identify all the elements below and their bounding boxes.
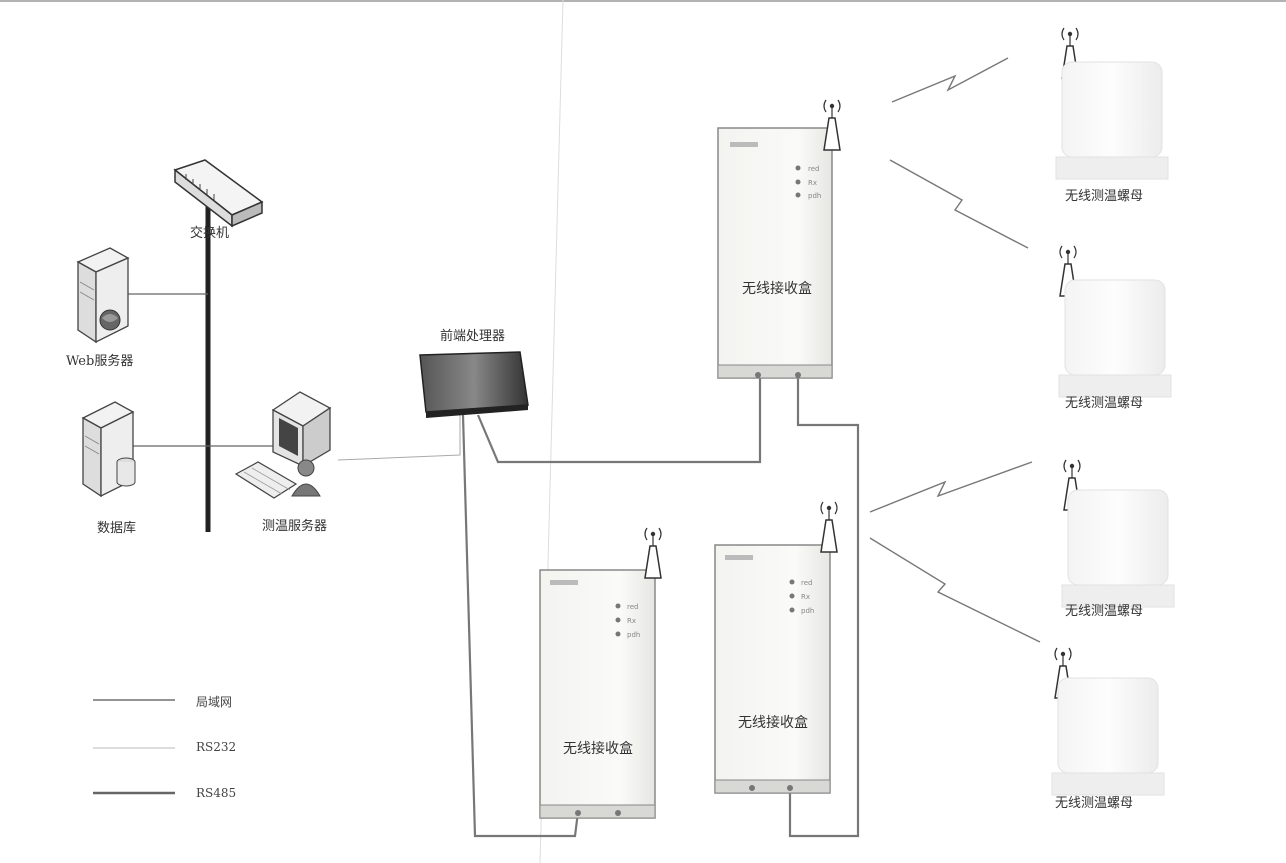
temp-server-label: 测温服务器 — [262, 519, 328, 534]
antenna-receiver-top — [823, 99, 841, 151]
svg-text:pdh: pdh — [808, 192, 821, 200]
rs485-link-bottom-left — [461, 414, 580, 838]
antenna-receiver-bottom-left — [644, 527, 662, 579]
nut-label-4: 无线测温螺母 — [1055, 796, 1134, 811]
receiver-bottom-right-label: 无线接收盒 — [738, 715, 808, 731]
front-processor-icon — [419, 351, 529, 418]
nut-group — [1051, 61, 1175, 796]
web-server-label: Web服务器 — [66, 354, 134, 369]
web-server-icon — [76, 247, 130, 344]
svg-text:Rx: Rx — [808, 179, 817, 187]
signal-zigzag-3 — [869, 461, 1033, 513]
nut-body-1 — [1055, 61, 1169, 180]
temp-server-icon — [234, 391, 332, 499]
nut-label-3: 无线测温螺母 — [1065, 604, 1144, 619]
front-processor-label: 前端处理器 — [440, 329, 506, 344]
signal-zigzag-2 — [889, 159, 1029, 249]
legend-label-rs232: RS232 — [196, 740, 237, 754]
legend-label-lan: 局域网 — [196, 695, 233, 709]
switch-label: 交换机 — [190, 226, 230, 241]
receiver-bottom-left-label: 无线接收盒 — [563, 741, 633, 757]
nut-label-2: 无线测温螺母 — [1065, 396, 1144, 411]
nut-body-4 — [1051, 677, 1165, 796]
database-icon — [81, 401, 136, 498]
svg-text:pdh: pdh — [801, 607, 814, 615]
svg-text:red: red — [627, 603, 638, 611]
antenna-group — [644, 27, 1081, 699]
legend-label-rs485: RS485 — [196, 786, 237, 800]
rs232-link — [337, 415, 461, 461]
nut-label-1: 无线测温螺母 — [1065, 189, 1144, 204]
rs485-link-bottom-right — [788, 375, 860, 838]
svg-text:red: red — [801, 579, 812, 587]
nut-body-2 — [1058, 279, 1172, 398]
svg-text:pdh: pdh — [627, 631, 640, 639]
nut-body-3 — [1061, 489, 1175, 608]
signal-zigzag-1 — [891, 57, 1009, 103]
receiver-top-label: 无线接收盒 — [742, 281, 812, 297]
rs485-link-top — [476, 375, 762, 464]
signal-zigzag-4 — [869, 537, 1041, 643]
switch-icon — [173, 159, 264, 228]
antenna-receiver-bottom-right — [820, 501, 838, 553]
database-label: 数据库 — [97, 521, 137, 536]
svg-text:Rx: Rx — [627, 617, 636, 625]
svg-text:Rx: Rx — [801, 593, 810, 601]
wireless-signal-group — [869, 57, 1041, 643]
svg-text:red: red — [808, 165, 819, 173]
